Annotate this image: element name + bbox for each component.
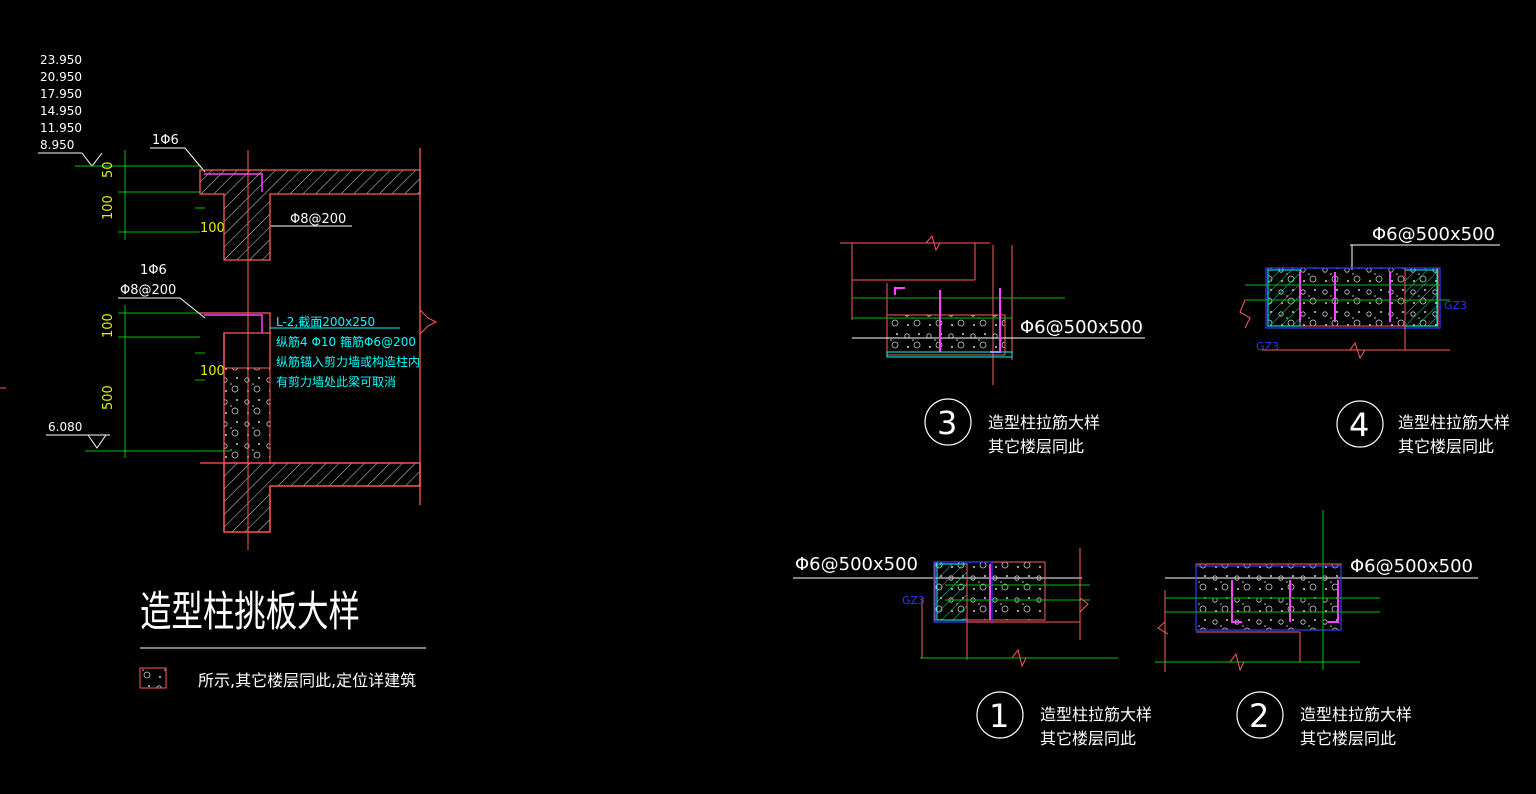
gz-tag: GZ3 [1256, 340, 1279, 353]
detail-caption: 造型柱拉筋大样 [988, 413, 1100, 432]
elevation-list: 23.950 20.950 17.950 14.950 11.950 8.950 [38, 53, 103, 167]
elevation-text: 17.950 [40, 87, 82, 101]
cantilever-slab-detail: 23.950 20.950 17.950 14.950 11.950 8.950… [38, 53, 438, 690]
note-line: 有剪力墙处此梁可取消 [276, 374, 396, 389]
detail-number-circle [976, 691, 1024, 739]
detail-caption: 其它楼层同此 [1398, 437, 1494, 456]
detail-number-circle [1236, 691, 1284, 739]
rebar-label: Φ8@200 [120, 283, 176, 298]
beam-note: L-2,截面200x250 纵筋4 Φ10 箍筋Φ6@200 纵筋锚入剪力墙或构… [276, 315, 420, 389]
elevation-text: 6.080 [48, 420, 82, 434]
gz-tag: GZ3 [1444, 299, 1467, 312]
elevation-text: 20.950 [40, 70, 82, 84]
rebar-label: Φ6@500x500 [1350, 556, 1473, 577]
elevation-text: 14.950 [40, 104, 82, 118]
rebar-label: 1Φ6 [140, 263, 167, 278]
detail-title: 造型柱挑板大样 [140, 587, 360, 636]
bottom-elevation-mark: 6.080 [46, 420, 110, 449]
dimension-text: 500 [101, 385, 116, 410]
note-line: 纵筋4 Φ10 箍筋Φ6@200 [276, 334, 416, 349]
detail-number: 3 [937, 404, 957, 442]
rebar-label: 1Φ6 [152, 133, 179, 148]
rebar-label: Φ6@500x500 [1020, 317, 1143, 338]
detail-number-circle [924, 398, 972, 446]
elevation-text: 23.950 [40, 53, 82, 67]
dimension-text: 50 [101, 161, 116, 178]
detail-4: Φ6@500x500 GZ3 GZ3 4 造型柱拉筋大样 其它楼层同此 [1239, 224, 1510, 456]
dimension-text: 100 [200, 364, 225, 379]
rebar-label: Φ6@500x500 [1372, 224, 1495, 245]
note-line: L-2,截面200x250 [276, 315, 375, 329]
dimension-lines [75, 150, 230, 458]
detail-1: Φ6@500x500 GZ3 1 造型柱拉筋大样 其它楼层同此 [793, 548, 1152, 748]
gz-tag: GZ3 [902, 594, 925, 607]
detail-caption: 造型柱拉筋大样 [1300, 705, 1412, 724]
detail-2: Φ6@500x500 2 造型柱拉筋大样 其它楼层同此 [1155, 510, 1478, 748]
elevation-text: 8.950 [40, 138, 74, 152]
elevation-text: 11.950 [40, 121, 82, 135]
concrete-legend-swatch [139, 667, 167, 689]
detail-number: 1 [989, 697, 1009, 735]
detail-caption: 造型柱拉筋大样 [1040, 705, 1152, 724]
legend-text: 所示,其它楼层同此,定位详建筑 [198, 671, 416, 690]
detail-3: Φ6@500x500 3 造型柱拉筋大样 其它楼层同此 [840, 234, 1145, 456]
detail-number-circle [1336, 400, 1384, 448]
note-line: 纵筋锚入剪力墙或构造柱内 [276, 354, 420, 369]
detail-caption: 造型柱拉筋大样 [1398, 413, 1510, 432]
dimension-text: 100 [101, 195, 116, 220]
rebar-label: Φ6@500x500 [795, 554, 918, 575]
detail-number: 2 [1249, 697, 1269, 735]
detail-caption: 其它楼层同此 [988, 437, 1084, 456]
detail-number: 4 [1349, 406, 1369, 444]
dimension-text: 100 [101, 313, 116, 338]
dimension-text: 100 [200, 221, 225, 236]
detail-caption: 其它楼层同此 [1300, 729, 1396, 748]
rebar-label: Φ8@200 [290, 212, 346, 227]
detail-caption: 其它楼层同此 [1040, 729, 1136, 748]
